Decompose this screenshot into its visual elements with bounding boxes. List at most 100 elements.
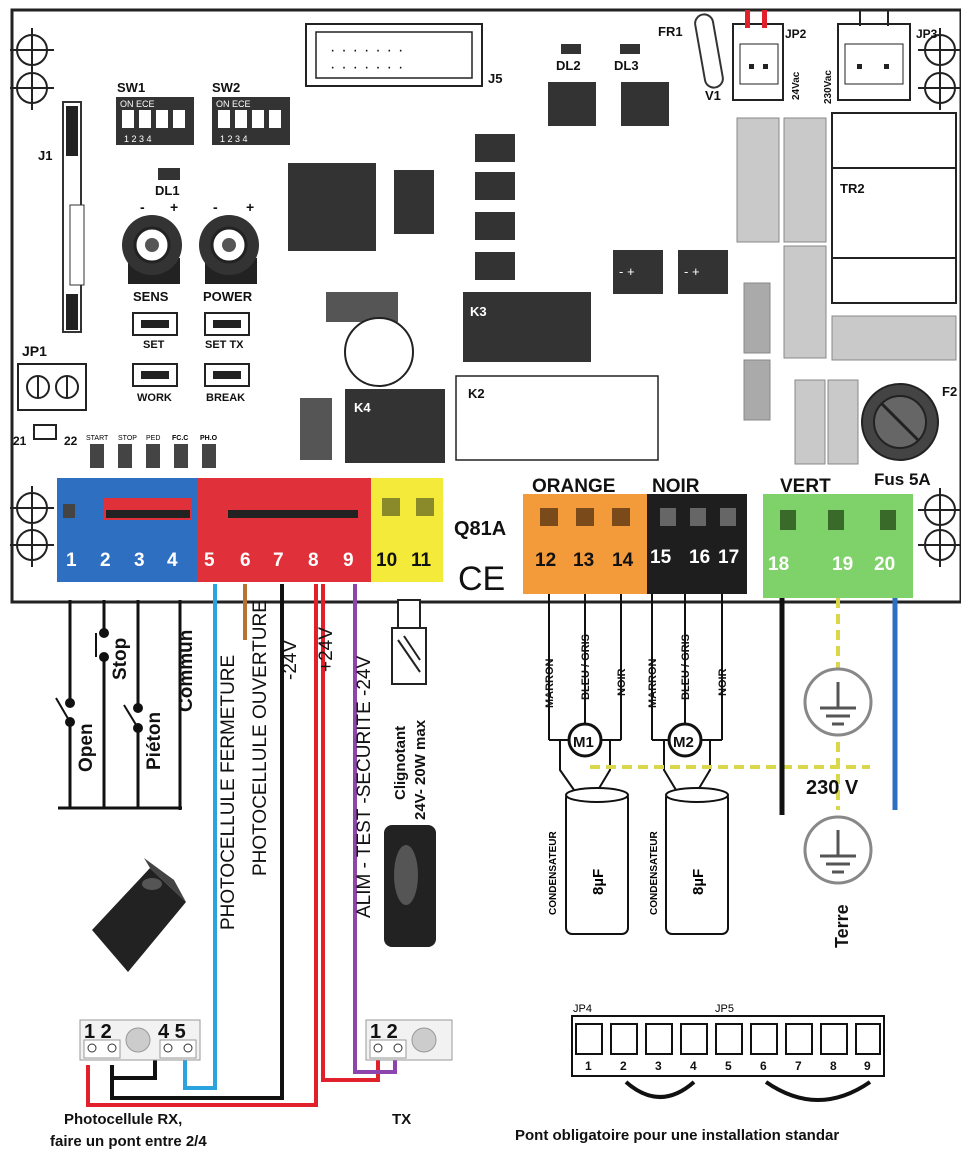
v1-label: V1 <box>705 88 721 103</box>
rx-caption-line2: faire un pont entre 2/4 <box>50 1133 207 1150</box>
dl2-label: DL2 <box>556 58 581 73</box>
svg-text:·······: ······· <box>330 59 409 76</box>
input-wires <box>58 600 182 810</box>
mounting-hole-icon <box>10 28 961 567</box>
dip-switch-sw2[interactable]: SW2 ON ECE 1 2 3 4 <box>212 80 290 145</box>
ic-chip <box>475 212 515 240</box>
terminal-12: 12 <box>535 550 556 571</box>
motor-wire-labels: MARRON BLEU / GRIS NOIR MARRON BLEU / GR… <box>544 634 729 708</box>
switch-pieton-icon <box>123 703 143 733</box>
terminal-11: 11 <box>411 550 432 571</box>
sw1-numbers: 1 2 3 4 <box>124 134 152 144</box>
power-components <box>736 117 957 465</box>
sw2-on-label: ON ECE <box>216 99 251 109</box>
terminal-17: 17 <box>718 547 739 568</box>
jumper-jp3[interactable]: JP3 230Vac <box>823 10 938 104</box>
button-set-tx[interactable]: SET TX <box>204 312 250 351</box>
photocell-device-icon <box>92 858 186 972</box>
svg-text:·······: ······· <box>330 42 409 59</box>
j22-label: 22 <box>64 434 78 448</box>
jp-pin-5: 5 <box>725 1059 732 1073</box>
terminal-5: 5 <box>204 550 215 571</box>
led-stop-label: STOP <box>118 435 137 442</box>
terminal-numbers: 1 2 3 4 5 6 7 8 9 10 11 12 13 14 15 16 1… <box>66 547 895 575</box>
fr1-label: FR1 <box>658 24 683 39</box>
jp-pin-8: 8 <box>830 1059 837 1073</box>
commun-label: Commun <box>176 630 197 712</box>
cap2-value: 8µF <box>690 869 707 895</box>
capacitor-1-icon: 8µF <box>565 787 629 935</box>
terminal-18: 18 <box>768 554 789 575</box>
work-label: WORK <box>137 392 172 404</box>
switch-stop-icon <box>95 628 109 662</box>
dip-switch-sw1[interactable]: SW1 ON ECE 1 2 3 4 <box>116 80 194 145</box>
noir-block-label: NOIR <box>652 476 700 497</box>
terminal-block-orange: ORANGE <box>523 476 647 594</box>
photo-ouverture-label: PHOTOCELLULE OUVERTURE <box>250 600 271 876</box>
switch-open-icon <box>55 697 75 727</box>
terminal-block-blue <box>57 478 197 582</box>
led-dl1 <box>158 168 180 180</box>
terminal-3: 3 <box>134 550 145 571</box>
potentiometer-power[interactable]: -+ POWER <box>199 199 259 304</box>
led-dl3 <box>620 44 640 54</box>
j5-label: J5 <box>488 71 502 86</box>
m1-marron-label: MARRON <box>544 658 556 708</box>
terre-label: Terre <box>832 904 852 948</box>
clignotant-label: Clignotant <box>392 726 409 800</box>
terminal-block-green: VERT <box>763 476 913 598</box>
jp5-label: JP5 <box>715 1003 734 1015</box>
button-work[interactable]: WORK <box>132 363 178 404</box>
earth-symbol-icon <box>803 667 873 737</box>
optocoupler-chip <box>548 82 596 126</box>
cap1-label: CONDENSATEUR <box>548 831 559 915</box>
clignotant-spec: 24V- 20W max <box>412 719 429 820</box>
terminal-block-yellow <box>371 478 443 582</box>
motor-m1-icon: M1 <box>567 722 603 758</box>
vert-block-label: VERT <box>780 476 831 497</box>
terminal-block-black: NOIR <box>647 476 747 594</box>
flasher-lamp-icon <box>384 599 436 947</box>
led-pho-label: PH.O <box>200 435 218 442</box>
alim-label: ALIM - TEST -SECURITE -24V <box>354 655 375 918</box>
photocell-wires <box>86 584 397 1107</box>
photocell-tx: 1 2 <box>365 1019 453 1061</box>
terminal-19: 19 <box>832 554 853 575</box>
jp-pin-9: 9 <box>864 1059 871 1073</box>
break-label: BREAK <box>206 392 245 404</box>
rx-numbers-right: 4 5 <box>158 1021 186 1043</box>
earth-symbol-icon <box>803 815 873 885</box>
button-set[interactable]: SET <box>132 312 178 351</box>
terminal-14: 14 <box>612 550 634 571</box>
jp-pin-7: 7 <box>795 1059 802 1073</box>
jp3-label: JP3 <box>916 27 938 41</box>
bridge-6-9-icon <box>764 1080 872 1102</box>
ic-chip <box>475 134 515 162</box>
m2-marron-label: MARRON <box>647 658 659 708</box>
svg-text:-: - <box>213 199 218 215</box>
set-tx-label: SET TX <box>205 339 244 351</box>
jp-pin-6: 6 <box>760 1059 767 1073</box>
m2-noir-label: NOIR <box>717 668 729 696</box>
k4-label: K4 <box>354 400 371 415</box>
sens-label: SENS <box>133 289 169 304</box>
button-break[interactable]: BREAK <box>204 363 250 404</box>
transformer-tr2: TR2 <box>831 112 957 304</box>
dl1-label: DL1 <box>155 183 180 198</box>
ic-chip <box>475 172 515 200</box>
jumper-jp2[interactable]: JP2 24Vac <box>732 10 807 101</box>
status-leds: START STOP PED FC.C PH.O <box>86 435 218 468</box>
tx-caption: TX <box>392 1111 411 1128</box>
led-ped-label: PED <box>146 435 160 442</box>
m1-bleu-label: BLEU / GRIS <box>580 634 592 700</box>
potentiometer-sens[interactable]: -+ SENS <box>122 199 182 304</box>
j21-label: 21 <box>13 434 27 448</box>
terminal-7: 7 <box>273 550 284 571</box>
ic-chip <box>394 170 434 234</box>
sw2-label: SW2 <box>212 80 240 95</box>
fuse-fr1 <box>694 13 724 89</box>
k3-label: K3 <box>470 304 487 319</box>
svg-text:+: + <box>170 199 178 215</box>
pieton-label: Piéton <box>144 712 165 770</box>
photocell-rx: 1 2 4 5 <box>79 1019 201 1061</box>
